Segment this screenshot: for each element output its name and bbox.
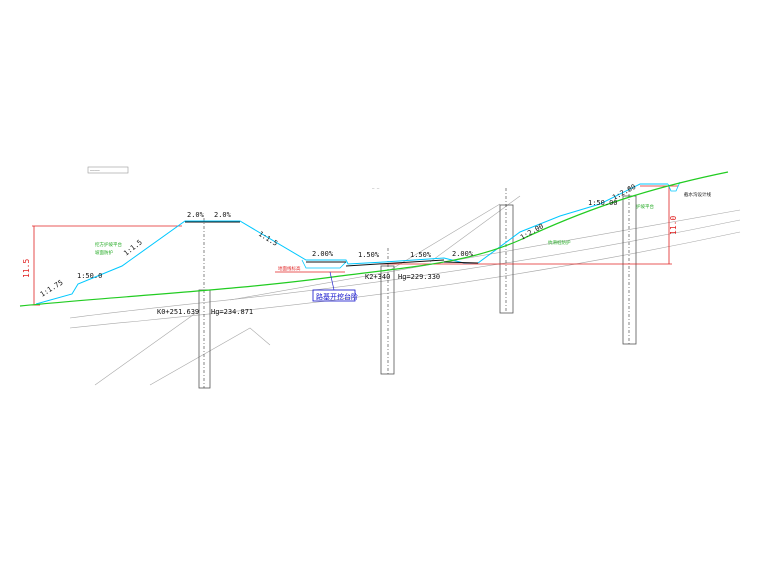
excavation-step-label: 路基开挖台阶 [316,292,358,301]
geology-lines [69,195,741,386]
note-drain-right: 截水沟设计线 [684,191,711,198]
note-green-right-1: 抗滑桩防护 [548,239,571,246]
pile-4 [622,195,637,345]
crossfall-road1-left: 2.0% [187,211,205,219]
dim-left-height: 11.5 [22,259,31,278]
note-green-right-2: 护坡平台 [636,203,654,210]
note-green-left-1: 挖方护坡平台 [95,241,122,248]
strata-line-3 [229,209,741,301]
crossfall-road1-right: 2.0% [214,211,232,219]
pile-2 [380,265,395,375]
station-left-elev: Hg=234.871 [211,308,253,316]
slope-left-upper: 1:1.5 [122,238,144,257]
slope-right-lower: 1:2.00 [519,222,545,242]
crossfall-road4: 2.00% [452,250,474,258]
road-4 [443,261,479,264]
slope-right-flat: 1:50.00 [588,199,618,207]
pile-3 [499,204,514,314]
road-surfaces [185,221,479,267]
station-center: K2+340 [365,273,390,281]
design-profile-line [35,183,668,305]
crossfall-road2: 2.00% [312,250,334,258]
piles [198,186,637,389]
slope-left-toe: 1:1.75 [39,279,65,299]
rock-line-2 [149,327,271,386]
slope-left-flat: 1:50.0 [77,272,102,280]
header-note: ———— [90,168,100,173]
top-center-note: — — [372,186,380,191]
strata-line-1 [69,219,741,319]
ditch-right-drain [667,181,681,192]
ground-line [19,171,729,307]
strata-line-2 [69,231,741,329]
ditch-left [301,259,347,269]
note-green-left-2: 坡面防护 [95,249,113,256]
excavation-leader [329,271,335,291]
dim-right-height: 11.0 [669,216,678,235]
strata-line-4 [389,203,501,271]
dimensions [30,185,678,306]
rock-line-1 [94,309,201,386]
crossfall-road3-left: 1.50% [358,251,380,259]
note-red: 地面线标高 [278,265,301,272]
slope-middle-fill: 1:1.5 [257,230,279,248]
header-title-box [87,166,129,174]
strata-line-5 [429,195,521,263]
station-left: K0+251.639 [157,308,199,316]
crossfall-road3-right: 1.50% [410,251,432,259]
station-center-elev: Hg=229.330 [398,273,440,281]
road-3 [345,259,445,267]
pile-1 [198,289,211,389]
